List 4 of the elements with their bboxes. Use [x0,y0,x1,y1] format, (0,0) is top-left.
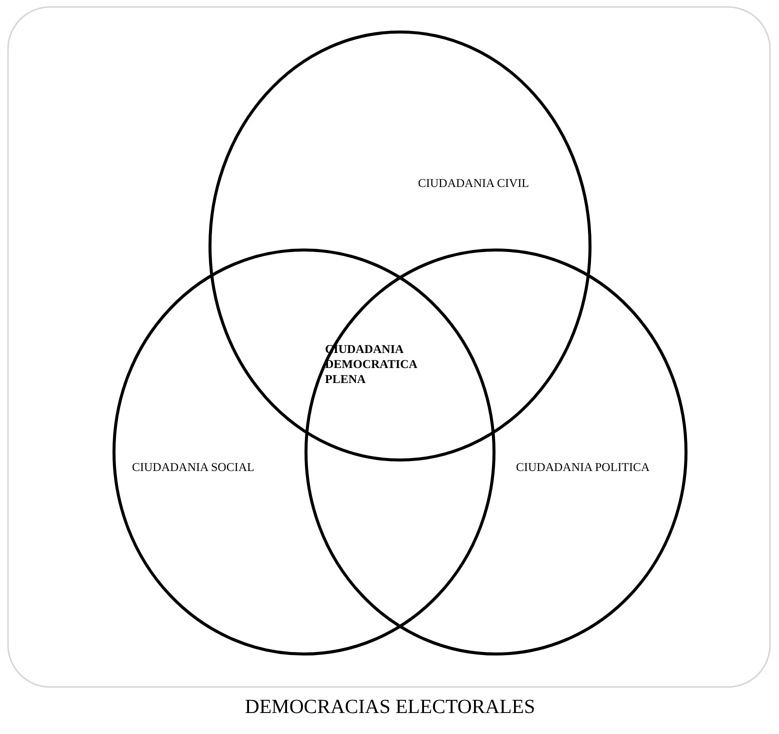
set-label: CIUDADANIA SOCIAL [132,460,254,475]
set-label: CIUDADANIA CIVIL [418,176,529,191]
region-title: DEMOCRACIAS ELECTORALES [244,696,536,719]
set-label: CIUDADANIA POLITICA [516,460,650,475]
